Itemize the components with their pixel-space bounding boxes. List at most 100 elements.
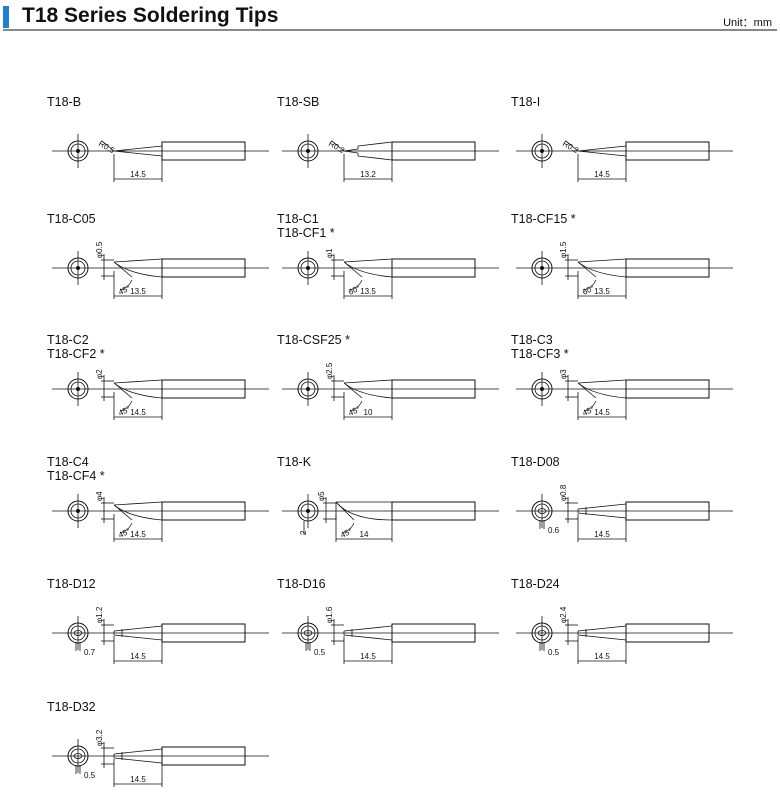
diameter-label: φ1 [325,248,334,258]
width-dimension-label: 0.5 [314,648,326,657]
tip-drawing: 0.5φ1.614.5 [282,606,499,664]
shaft [391,501,476,521]
length-dimension-label: 14.5 [130,170,146,179]
tip-drawing: R0.214.5 [516,134,733,182]
length-dimension-label: 14.5 [360,652,376,661]
tip-name-line: T18-C1 [277,212,319,226]
bevel-line [577,382,597,399]
tip-name-line: T18-SB [277,95,320,109]
diameter-label: φ3.2 [95,729,104,746]
tip-edge [113,258,163,263]
tip-name: T18-CSF25 * [277,333,350,347]
angle-arc [583,400,597,412]
length-dimension-label: 14.5 [594,530,610,539]
tip-t18-csf25 *: T18-CSF25 * 45°φ2.510 [277,333,509,451]
shaft [391,379,476,399]
tip-edge [577,379,627,384]
tip-drawing: 0.6φ0.814.5 [516,484,733,542]
tip-drawing: 0.7φ1.214.5 [52,606,269,664]
shaft [391,141,476,161]
bevel-line [335,501,355,521]
tip-edge [577,634,627,641]
tip-name-line: T18-D08 [511,455,560,469]
tip-name: T18-B [47,95,81,109]
length-dimension-label: 14.5 [130,775,146,784]
angle-arc [349,400,363,412]
length-dimension-label: 14.5 [130,408,146,417]
tip-t18-cf15 *: T18-CF15 *60°φ1.513.5 [511,212,743,330]
tip-edge [343,379,393,384]
tip-edge [113,501,163,506]
tip-edge [343,258,393,263]
tip-edge [577,503,627,510]
bevel-face [113,504,163,521]
shaft [161,501,246,521]
tip-drawing: R0.213.2 [282,134,499,182]
tip-edge [113,757,163,764]
tip-name-line: T18-K [277,455,312,469]
angle-arc [583,279,597,291]
tip-name: T18-I [511,95,540,109]
tip-name: T18-D08 [511,455,560,469]
tip-edge [113,150,163,157]
unit-label: Unit：mm [723,17,772,29]
tip-name-line: T18-CF2 * [47,347,105,361]
length-dimension-label: 14 [360,530,369,539]
width-dimension-label: 0.6 [548,526,560,535]
angle-label: 45° [339,527,354,540]
width-dimension-label: 0.5 [84,771,96,780]
tip-edge [577,258,627,263]
tip-edge [113,145,163,152]
shaft [625,623,710,643]
length-dimension-label: 13.5 [360,287,376,296]
tip-name-line: T18-C3 [511,333,553,347]
diameter-label: φ0.5 [95,241,104,258]
tip-drawing: 0.5 φ3.2 14.5 [52,729,269,787]
header-accent-bar [3,6,9,28]
radius-leader [101,140,115,152]
length-dimension-label: 14.5 [594,652,610,661]
diameter-label: φ2 [95,369,104,379]
bevel-face [577,261,627,278]
length-dimension-label: 14.5 [594,170,610,179]
header-divider [3,29,777,31]
tip-name: T18-CF15 * [511,212,576,226]
tip-edge [343,625,393,632]
radius-leader [331,140,345,152]
shaft [161,141,246,161]
bevel-face [113,382,163,399]
tip-edge [113,634,163,641]
tip-edge [577,625,627,632]
tip-edge [577,150,627,157]
shaft [391,623,476,643]
width-dimension-label: 0.7 [84,648,96,657]
diameter-label: φ2.4 [559,606,568,623]
tip-edge [577,512,627,519]
diameter-label: φ1.5 [559,241,568,258]
shaft [161,258,246,278]
diameter-label: φ1.2 [95,606,104,623]
tip-drawing: 45°φ0.513.5 [52,241,269,299]
shaft [161,623,246,643]
angle-arc [349,279,363,291]
tip-edge [577,145,627,152]
width-dimension-label: 0.5 [548,648,560,657]
tip-name-line: T18-C05 [47,212,96,226]
tip-drawing: 45°φ2.510 [282,362,499,420]
diameter-label: φ3 [559,369,568,379]
tip-name: T18-C05 [47,212,96,226]
bevel-face [577,382,627,399]
tip-name-line: T18-I [511,95,541,109]
radius-label: R0.2 [327,139,347,156]
tip-edge [113,379,163,384]
tip-edge [113,748,163,755]
